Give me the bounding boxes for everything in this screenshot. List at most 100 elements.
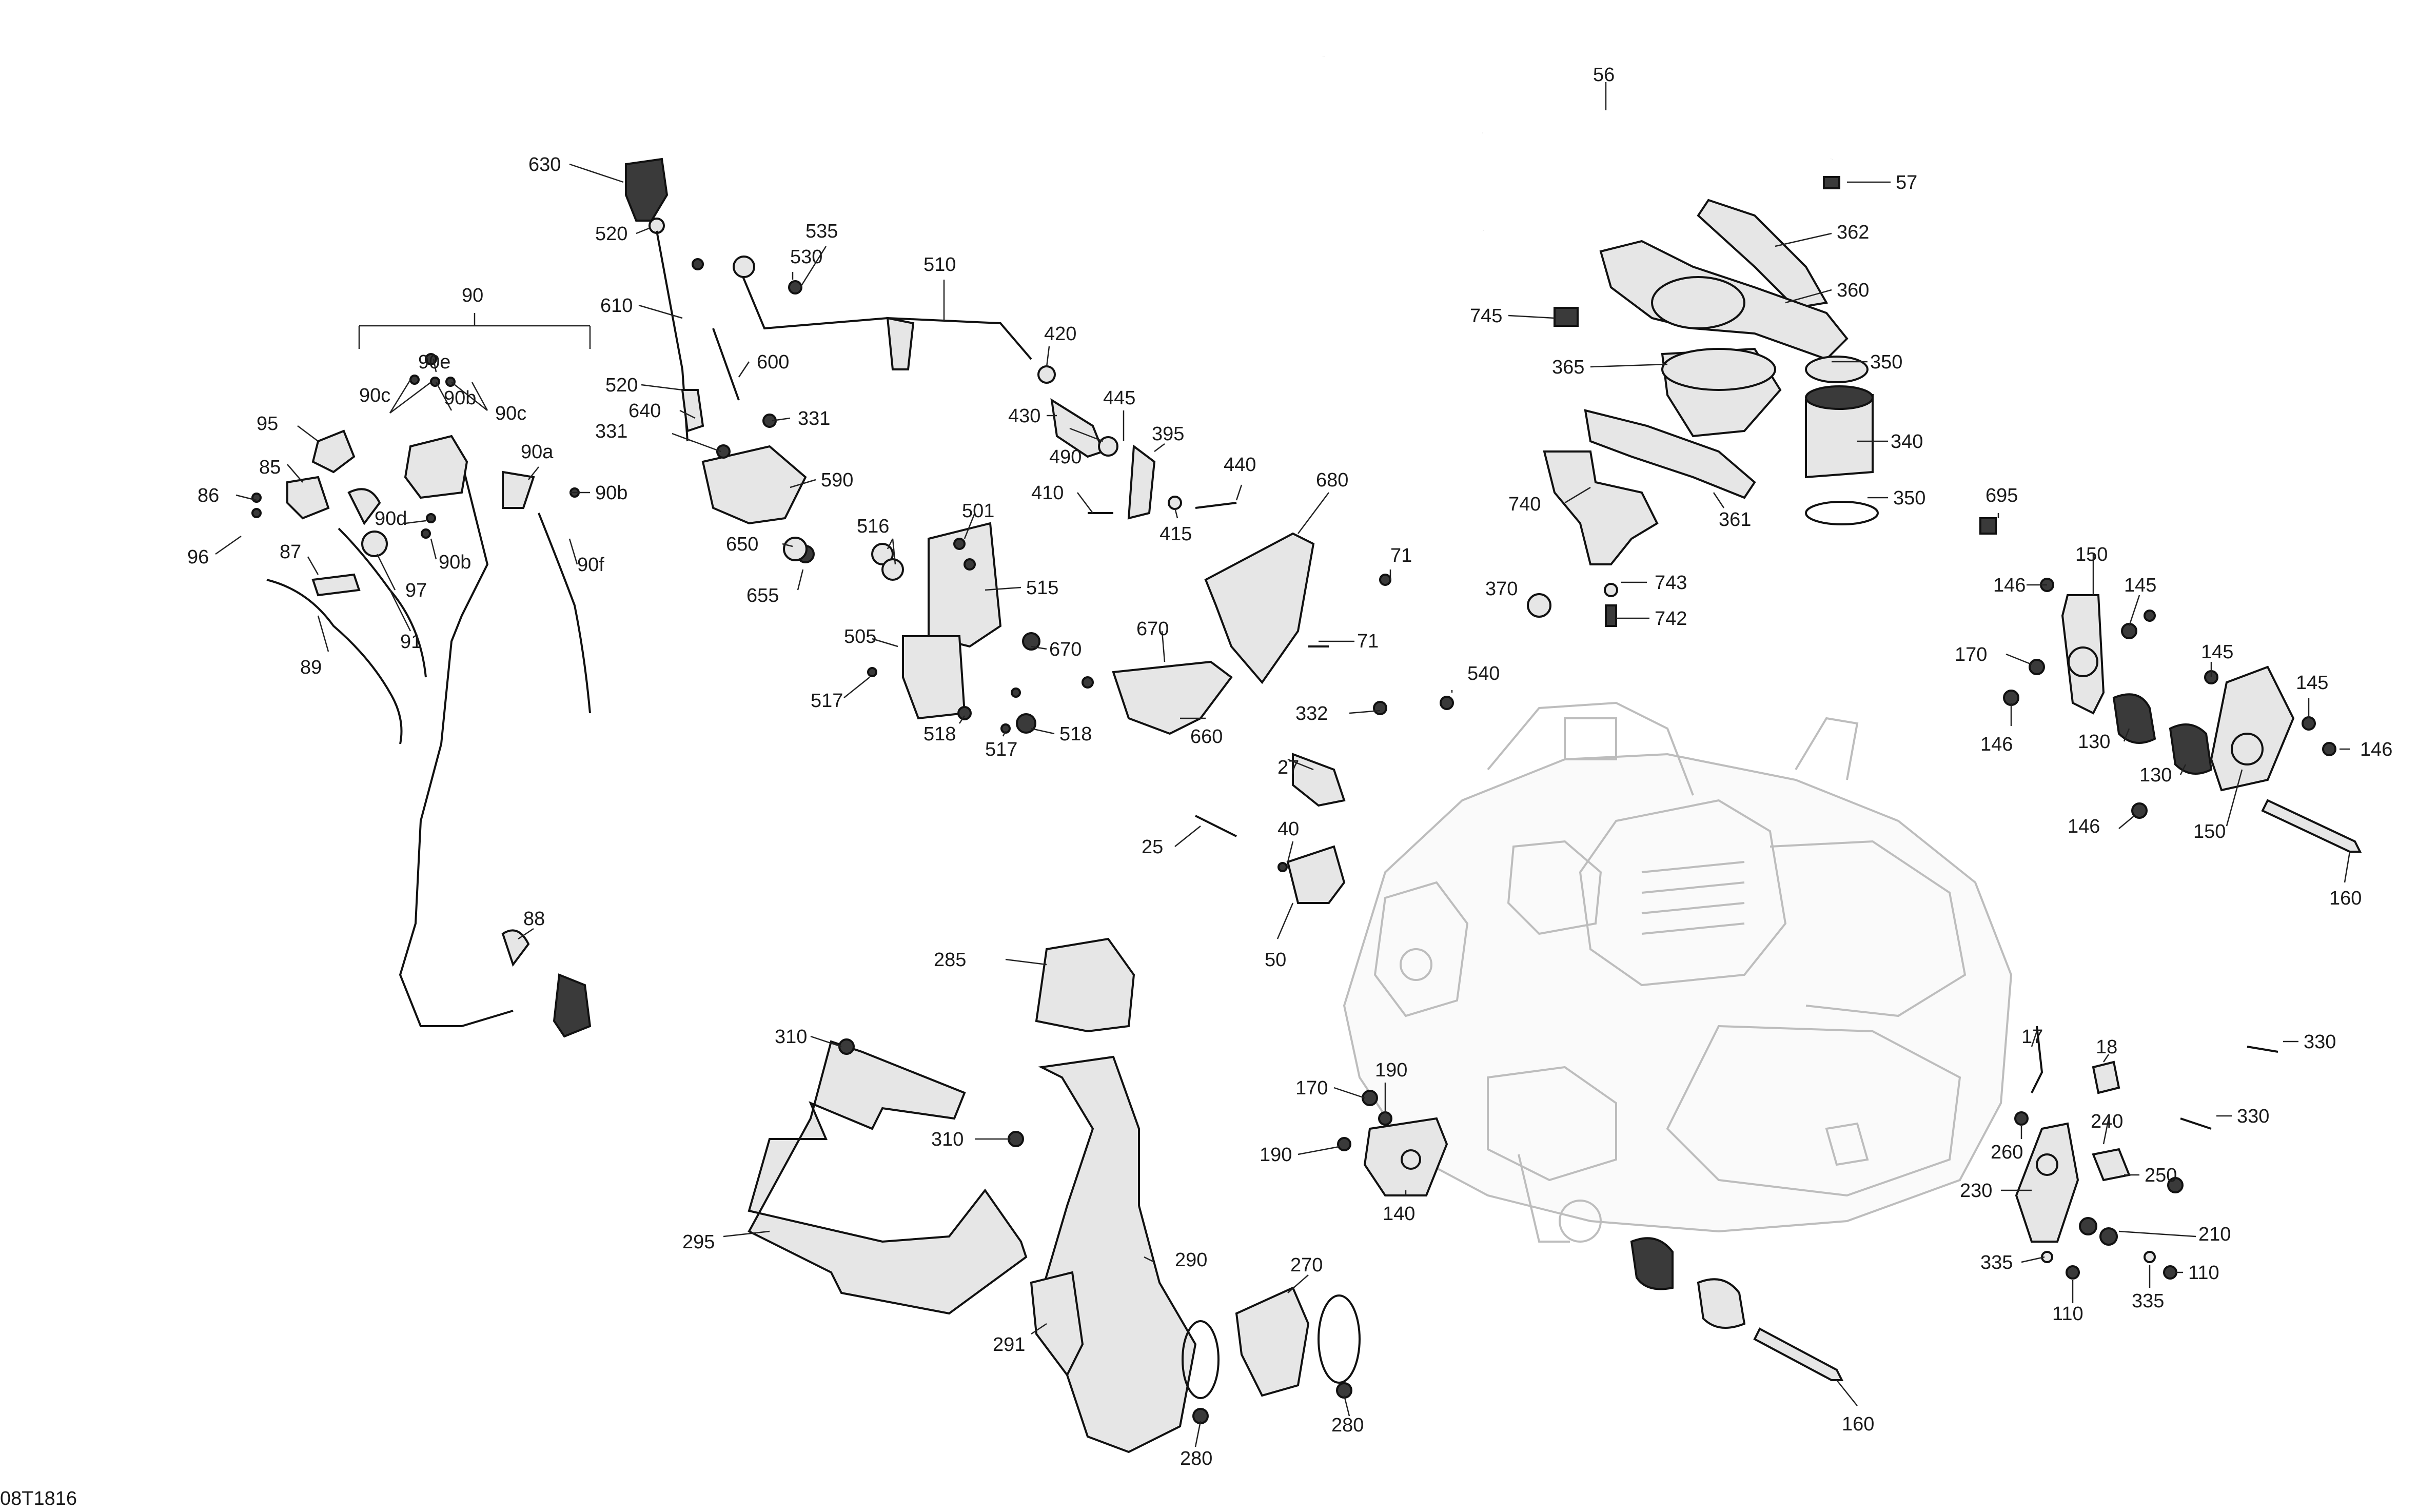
- callout-label: 370: [1485, 578, 1518, 600]
- callout-label: 630: [528, 154, 561, 175]
- drawing-code: 08T1816: [0, 1488, 77, 1509]
- callout-label: 660: [1190, 726, 1223, 748]
- callout-label: 670: [1136, 618, 1169, 640]
- callout-label: 146: [2068, 816, 2100, 837]
- callout-label: 331: [595, 421, 627, 442]
- engine-assembly: [1343, 701, 2013, 1243]
- callout-label: 90c: [359, 385, 390, 406]
- wiring-harness-group: [251, 353, 592, 1038]
- leader-lines: [215, 82, 2351, 1447]
- callout-label: 90: [462, 285, 483, 306]
- callout-label: 130: [2139, 764, 2172, 786]
- callout-label: 640: [628, 400, 661, 422]
- callout-label: 90e: [418, 351, 450, 373]
- callout-label: 17: [2021, 1026, 2043, 1048]
- callout-label: 145: [2124, 575, 2156, 596]
- callout-label: 610: [600, 295, 633, 317]
- callout-label: 250: [2145, 1165, 2177, 1186]
- callout-label: 110: [2052, 1303, 2083, 1325]
- callout-label: 515: [1026, 577, 1058, 599]
- callout-label: 95: [257, 413, 278, 435]
- callout-label: 145: [2296, 672, 2328, 694]
- callout-label: 18: [2096, 1036, 2117, 1058]
- callout-label: 160: [1842, 1413, 1874, 1435]
- center-brackets: [867, 522, 1454, 904]
- callout-label: 190: [1375, 1059, 1407, 1081]
- shifter-assembly: [625, 158, 1315, 684]
- callout-label: 90f: [577, 554, 604, 576]
- hose-56: [1322, 8, 1844, 231]
- callout-label: 332: [1295, 703, 1328, 724]
- callout-label: 518: [1059, 723, 1092, 745]
- callout-label: 87: [280, 541, 301, 563]
- callout-label: 310: [931, 1129, 964, 1150]
- callout-label: 518: [923, 723, 956, 745]
- callout-label: 270: [1290, 1254, 1323, 1276]
- callout-label: 650: [726, 534, 758, 555]
- callout-label: 501: [962, 500, 994, 522]
- callout-label: 90b: [595, 482, 627, 504]
- callout-label: 517: [811, 690, 843, 712]
- callout-label: 670: [1049, 639, 1082, 660]
- callout-label: 540: [1467, 663, 1500, 684]
- lower-mount-parts: [1337, 1026, 2278, 1381]
- callout-label: 90d: [375, 508, 407, 529]
- callout-label: 96: [187, 546, 209, 568]
- callout-label: 655: [746, 585, 779, 606]
- callout-label: 440: [1224, 454, 1256, 476]
- callout-label: 90b: [444, 387, 476, 409]
- callout-label: 335: [1980, 1252, 2013, 1273]
- callout-label: 295: [682, 1231, 715, 1253]
- callout-label: 680: [1316, 469, 1348, 491]
- callout-label: 505: [844, 626, 876, 647]
- callout-label: 362: [1837, 222, 1869, 243]
- callout-label: 290: [1175, 1249, 1207, 1271]
- callout-label: 395: [1152, 423, 1184, 445]
- callout-label: 365: [1552, 357, 1584, 378]
- callout-label: 146: [2360, 739, 2392, 760]
- callout-label: 490: [1049, 446, 1082, 468]
- callout-label: 56: [1593, 64, 1615, 86]
- callout-label: 90c: [495, 403, 526, 424]
- callout-label: 57: [1896, 172, 1917, 193]
- air-intake-parts: [1527, 176, 1997, 627]
- callout-label: 90a: [521, 441, 554, 463]
- callout-label: 600: [757, 351, 789, 373]
- callout-label: 190: [1260, 1144, 1292, 1166]
- callout-label: 230: [1960, 1180, 1992, 1202]
- callout-label: 145: [2201, 641, 2233, 663]
- callout-label: 330: [2237, 1106, 2269, 1127]
- callout-label: 535: [805, 221, 838, 242]
- callout-label: 86: [198, 485, 219, 506]
- callout-label: 740: [1508, 494, 1541, 515]
- callout-label: 331: [798, 408, 830, 429]
- callout-label: 170: [1955, 644, 1987, 665]
- callout-label: 420: [1044, 323, 1076, 345]
- callout-label: 130: [2078, 731, 2110, 753]
- callout-label: 695: [1985, 485, 2018, 506]
- callout-label: 590: [821, 469, 853, 491]
- callout-label: 150: [2075, 544, 2108, 565]
- callout-label: 520: [595, 223, 627, 245]
- callout-label: 260: [1991, 1142, 2023, 1163]
- callout-label: 743: [1655, 572, 1687, 594]
- callout-label: 510: [923, 254, 956, 276]
- callout-label: 170: [1295, 1077, 1328, 1099]
- callout-label: 85: [259, 457, 281, 478]
- callout-label: 430: [1008, 405, 1040, 427]
- callout-label: 71: [1357, 631, 1379, 652]
- callout-label: 350: [1893, 487, 1925, 509]
- callout-label: 361: [1719, 509, 1751, 531]
- callout-label: 360: [1837, 280, 1869, 301]
- callout-label: 516: [857, 516, 889, 537]
- callout-label: 280: [1331, 1415, 1364, 1436]
- callout-label: 530: [790, 246, 822, 268]
- callout-label: 50: [1265, 949, 1286, 971]
- callout-label: 90b: [439, 552, 471, 573]
- callout-label: 350: [1870, 351, 1902, 373]
- callout-label: 291: [993, 1334, 1025, 1356]
- callout-label: 285: [934, 949, 966, 971]
- callout-label: 140: [1383, 1203, 1415, 1225]
- callout-label: 25: [1142, 836, 1163, 858]
